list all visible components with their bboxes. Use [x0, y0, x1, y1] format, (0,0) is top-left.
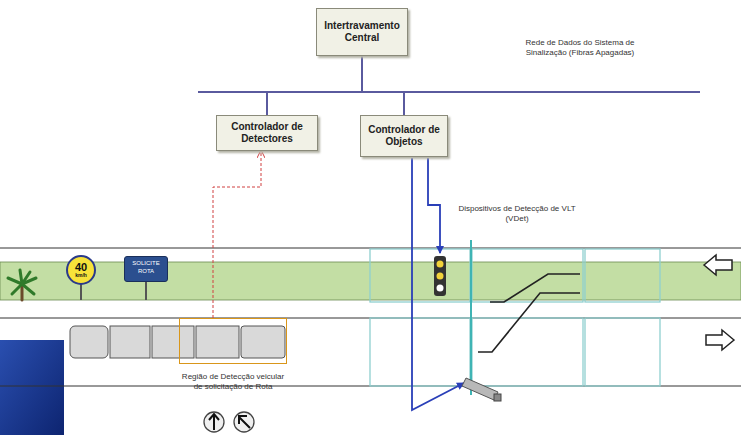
direction-arrow — [704, 255, 734, 350]
annotation: Rede de Dados do Sistema de Sinalização … — [505, 38, 655, 57]
detection-region: Região de Detecção veicular de solicitaç… — [170, 318, 296, 391]
controller-box: Intertravamento Central — [316, 8, 408, 56]
annotation: Dispositivos de Detecção de VLT (VDet) — [452, 204, 582, 223]
vdet-zones — [370, 249, 660, 386]
speed-sign: 40km/h — [66, 255, 96, 285]
region-outline — [179, 318, 287, 364]
control-wire — [428, 158, 440, 253]
route-icons — [204, 412, 254, 432]
slide-bar — [0, 340, 64, 435]
connector — [362, 56, 404, 115]
crossover — [478, 274, 580, 352]
sign-text: 40 — [75, 262, 87, 273]
sign-post — [145, 282, 147, 300]
route-request-sign: SOLICITE ROTA — [124, 256, 168, 282]
box-label: Controlador de Objetos — [366, 124, 442, 149]
sign-text: km/h — [75, 273, 87, 278]
palm-tree — [8, 270, 36, 300]
connector — [267, 56, 362, 115]
sign-text: SOLICITE ROTA — [127, 260, 165, 276]
connector — [213, 151, 261, 318]
control-wire — [412, 158, 464, 410]
region-label: Região de Detecção veicular de solicitaç… — [170, 372, 296, 391]
switch-machine — [462, 378, 501, 401]
vdet-marker — [470, 240, 472, 395]
train — [70, 326, 285, 358]
controller-box: Controlador de Objetos — [360, 115, 448, 157]
sign-post — [80, 284, 82, 300]
box-label: Controlador de Detectores — [222, 121, 312, 146]
controller-box: Controlador de Detectores — [216, 115, 318, 151]
box-label: Intertravamento Central — [322, 20, 402, 45]
signal — [434, 256, 446, 296]
